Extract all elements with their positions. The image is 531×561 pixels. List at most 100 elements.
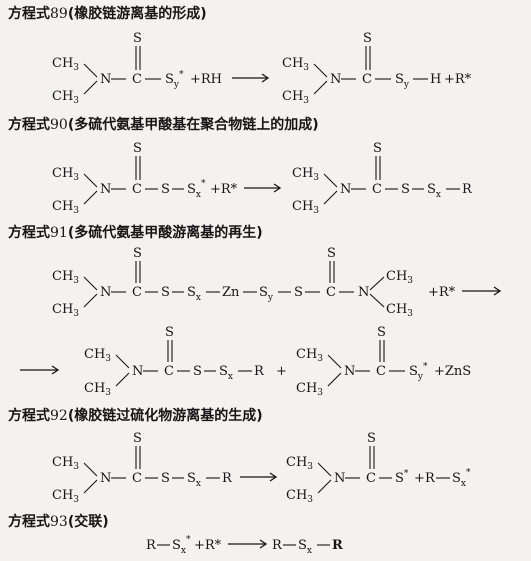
ch3-group: CH3 [386, 269, 413, 286]
equation-desc: (多硫代氨基甲酸游离基的再生) [67, 225, 263, 241]
equation-93-formula: R Sx* +R* R Sx R [146, 535, 343, 556]
equation-92-title: 方程式92(橡胶链过硫化物游离基的生成) [8, 405, 263, 425]
ch3-group: CH3 [282, 89, 309, 106]
sulfur-atom: S [401, 182, 410, 197]
thione-sulfur: S [133, 31, 142, 46]
ch3-group: CH3 [296, 347, 323, 364]
nitrogen-atom: N [100, 285, 111, 300]
equation-90-title: 方程式90(多硫代氨基甲酸基在聚合物链上的加成) [8, 114, 319, 134]
carbon-atom: C [132, 471, 142, 486]
equation-label: 方程式 [8, 117, 50, 133]
sulfur-chain: Sx [187, 471, 201, 489]
nitrogen-atom: N [100, 471, 111, 486]
sulfur-chain: Sy* [165, 70, 184, 90]
ch3-group: CH3 [52, 199, 79, 216]
hydrogen-atom: H [430, 72, 441, 87]
ch3-group: CH3 [292, 166, 319, 183]
equation-number: 93 [50, 514, 68, 530]
sulfur-radical-chain: Sx* [452, 468, 471, 489]
sulfur-atom: S [161, 182, 170, 197]
nitrogen-atom: N [340, 182, 351, 197]
sulfur-chain: Sy [395, 72, 410, 90]
thione-sulfur: S [133, 431, 142, 446]
ch3-group: CH3 [84, 381, 111, 398]
ch3-group: CH3 [52, 56, 79, 73]
carbon-atom: C [376, 364, 386, 379]
thione-sulfur: S [165, 325, 174, 340]
thione-sulfur: S [373, 141, 382, 156]
thione-sulfur: S [133, 141, 142, 156]
equation-89-title: 方程式89(橡胶链游离基的形成) [8, 3, 207, 23]
thione-sulfur: S [377, 325, 386, 340]
polymer-chain: R [425, 471, 436, 486]
sulfur-chain: Sx* [187, 179, 206, 200]
plus-sign: + [276, 364, 287, 379]
equation-desc: (橡胶链过硫化物游离基的生成) [67, 408, 263, 424]
carbon-atom: C [372, 182, 382, 197]
thione-sulfur: S [327, 246, 336, 261]
nitrogen-atom: N [334, 471, 345, 486]
equation-91-formula-part1: CH3 CH3 N C S S Sx Zn Sy S C S N CH3 CH3… [52, 246, 502, 319]
ch3-group: CH3 [52, 269, 79, 286]
reactant-radical: +R* [210, 182, 238, 197]
sulfur-chain: Sy* [409, 362, 428, 382]
equation-89-formula: CH3 CH3 N C S Sy* +RH CH3 CH3 N C S Sy H… [52, 31, 472, 106]
thione-sulfur: S [367, 431, 376, 446]
sulfur-atom: S [193, 364, 202, 379]
ch3-group: CH3 [292, 199, 319, 216]
nitrogen-atom: N [132, 364, 143, 379]
nitrogen-atom: N [100, 72, 111, 87]
equation-92-formula: CH3 CH3 N C S S Sx R CH3 CH3 N C S S* + … [52, 431, 471, 505]
equation-number: 89 [50, 6, 68, 22]
ch3-group: CH3 [52, 488, 79, 505]
equation-desc: (交联) [67, 514, 109, 530]
reactant-rh: +RH [190, 72, 222, 87]
zinc-atom: Zn [222, 285, 240, 300]
equation-label: 方程式 [8, 514, 50, 530]
sulfur-chain: Sx [298, 538, 312, 556]
sulfur-chain: Sx [187, 285, 201, 303]
ch3-group: CH3 [52, 455, 79, 472]
sulfur-atom: S [294, 285, 303, 300]
ch3-group: CH3 [52, 166, 79, 183]
nitrogen-atom: N [344, 364, 355, 379]
polymer-chain: R [146, 538, 157, 553]
equation-label: 方程式 [8, 225, 50, 241]
equation-label: 方程式 [8, 408, 50, 424]
polymer-chain: R [462, 182, 473, 197]
carbon-atom: C [326, 285, 336, 300]
nitrogen-atom: N [330, 72, 341, 87]
carbon-atom: C [132, 182, 142, 197]
polymer-chain: R [272, 538, 283, 553]
plus-sign: + [414, 471, 425, 486]
sulfur-chain: Sx [427, 182, 441, 200]
equation-number: 92 [50, 408, 68, 424]
equation-91-title: 方程式91(多硫代氨基甲酸游离基的再生) [8, 222, 263, 242]
carbon-atom: C [132, 285, 142, 300]
nitrogen-atom: N [358, 285, 369, 300]
equation-number: 90 [50, 117, 68, 133]
product-radical: +R* [444, 72, 472, 87]
sulfur-radical: S* [395, 469, 409, 486]
ch3-group: CH3 [52, 89, 79, 106]
thione-sulfur: S [363, 31, 372, 46]
ch3-group: CH3 [386, 302, 413, 319]
sulfur-atom: S [161, 285, 170, 300]
polymer-chain: R [332, 538, 343, 553]
nitrogen-atom: N [100, 182, 111, 197]
ch3-group: CH3 [52, 302, 79, 319]
carbon-atom: C [366, 471, 376, 486]
equation-desc: (多硫代氨基甲酸基在聚合物链上的加成) [67, 117, 319, 133]
sulfur-chain: Sy [259, 285, 274, 303]
equation-91-formula-part2: CH3 CH3 N C S S Sx R + CH3 CH3 N C S Sy*… [20, 325, 471, 398]
polymer-chain: R [254, 364, 265, 379]
reactant-radical: +R* [194, 538, 222, 553]
equation-90-formula: CH3 CH3 N C S S Sx* +R* CH3 CH3 N C S S … [52, 141, 473, 216]
ch3-group: CH3 [286, 488, 313, 505]
ch3-group: CH3 [282, 56, 309, 73]
sulfur-atom: S [161, 471, 170, 486]
equation-desc: (橡胶链游离基的形成) [67, 6, 207, 22]
ch3-group: CH3 [84, 347, 111, 364]
equation-number: 91 [50, 225, 68, 241]
